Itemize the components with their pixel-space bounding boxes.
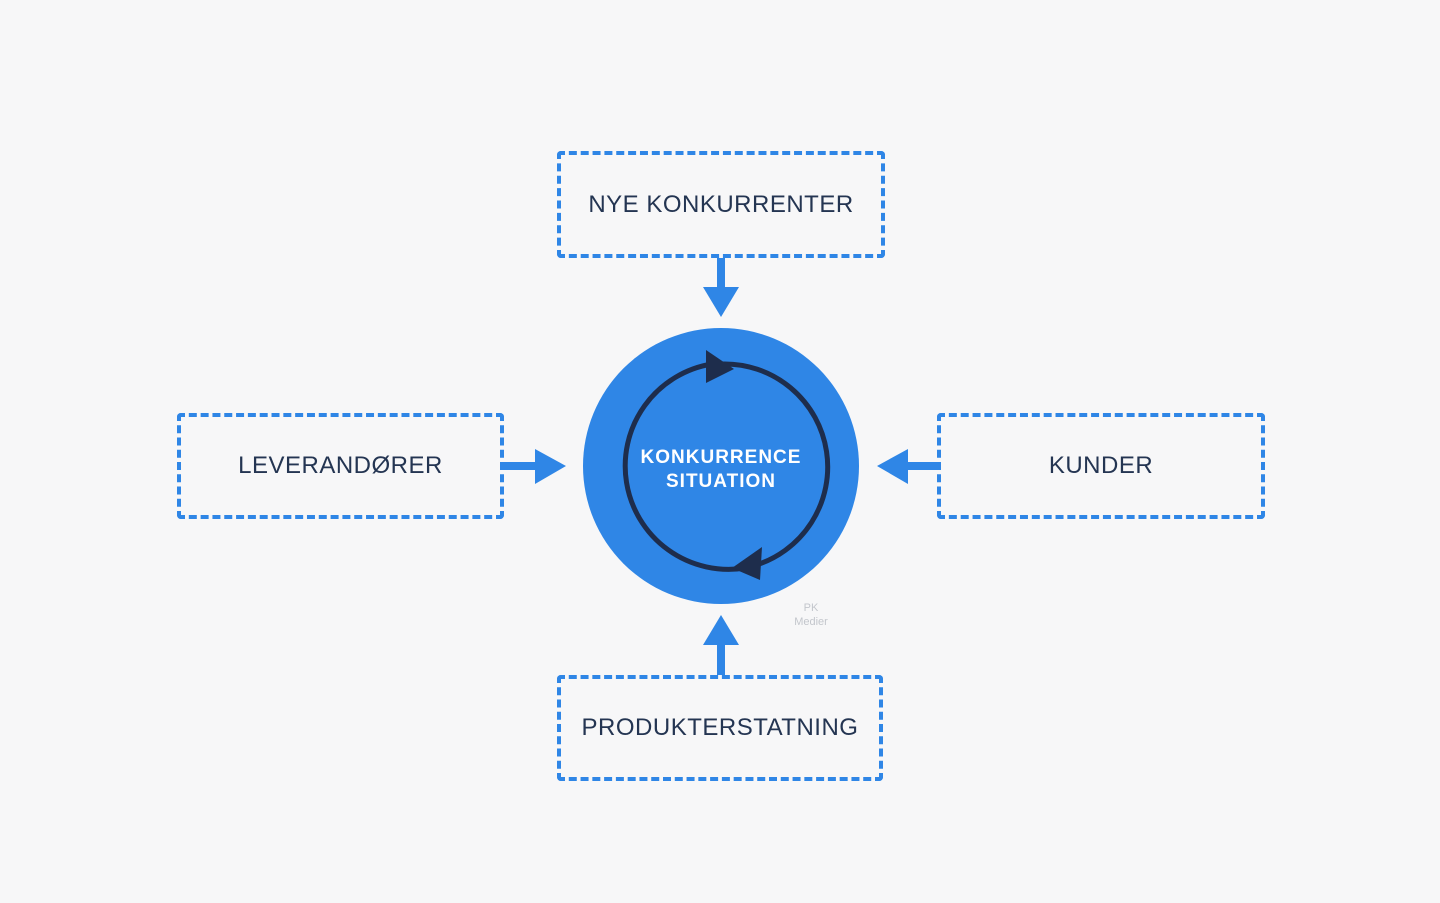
arrow-down-icon	[703, 258, 739, 317]
center-label-line1: KONKURRENCE	[640, 447, 802, 468]
arrow-right-icon	[504, 449, 566, 484]
watermark-line1: PK	[803, 602, 819, 614]
cycle-arrows-icon	[622, 350, 831, 580]
arrow-left-icon	[877, 449, 938, 484]
force-box-suppliers: LEVERANDØRER	[177, 413, 504, 519]
center-label: KONKURRENCE SITUATION	[600, 446, 842, 494]
force-label-suppliers: LEVERANDØRER	[238, 452, 443, 479]
force-label-new-competitors: NYE KONKURRENTER	[588, 190, 854, 218]
force-label-substitutes: PRODUKTERSTATNING	[581, 714, 859, 741]
center-label-line2: SITUATION	[666, 471, 776, 492]
arrow-up-icon	[703, 615, 739, 675]
force-box-new-competitors: NYE KONKURRENTER	[557, 151, 885, 258]
watermark: PK Medier	[781, 601, 841, 629]
watermark-line2: Medier	[794, 616, 828, 628]
force-box-customers: KUNDER	[937, 413, 1265, 519]
force-label-customers: KUNDER	[1048, 452, 1154, 479]
force-box-substitutes: PRODUKTERSTATNING	[557, 675, 883, 781]
